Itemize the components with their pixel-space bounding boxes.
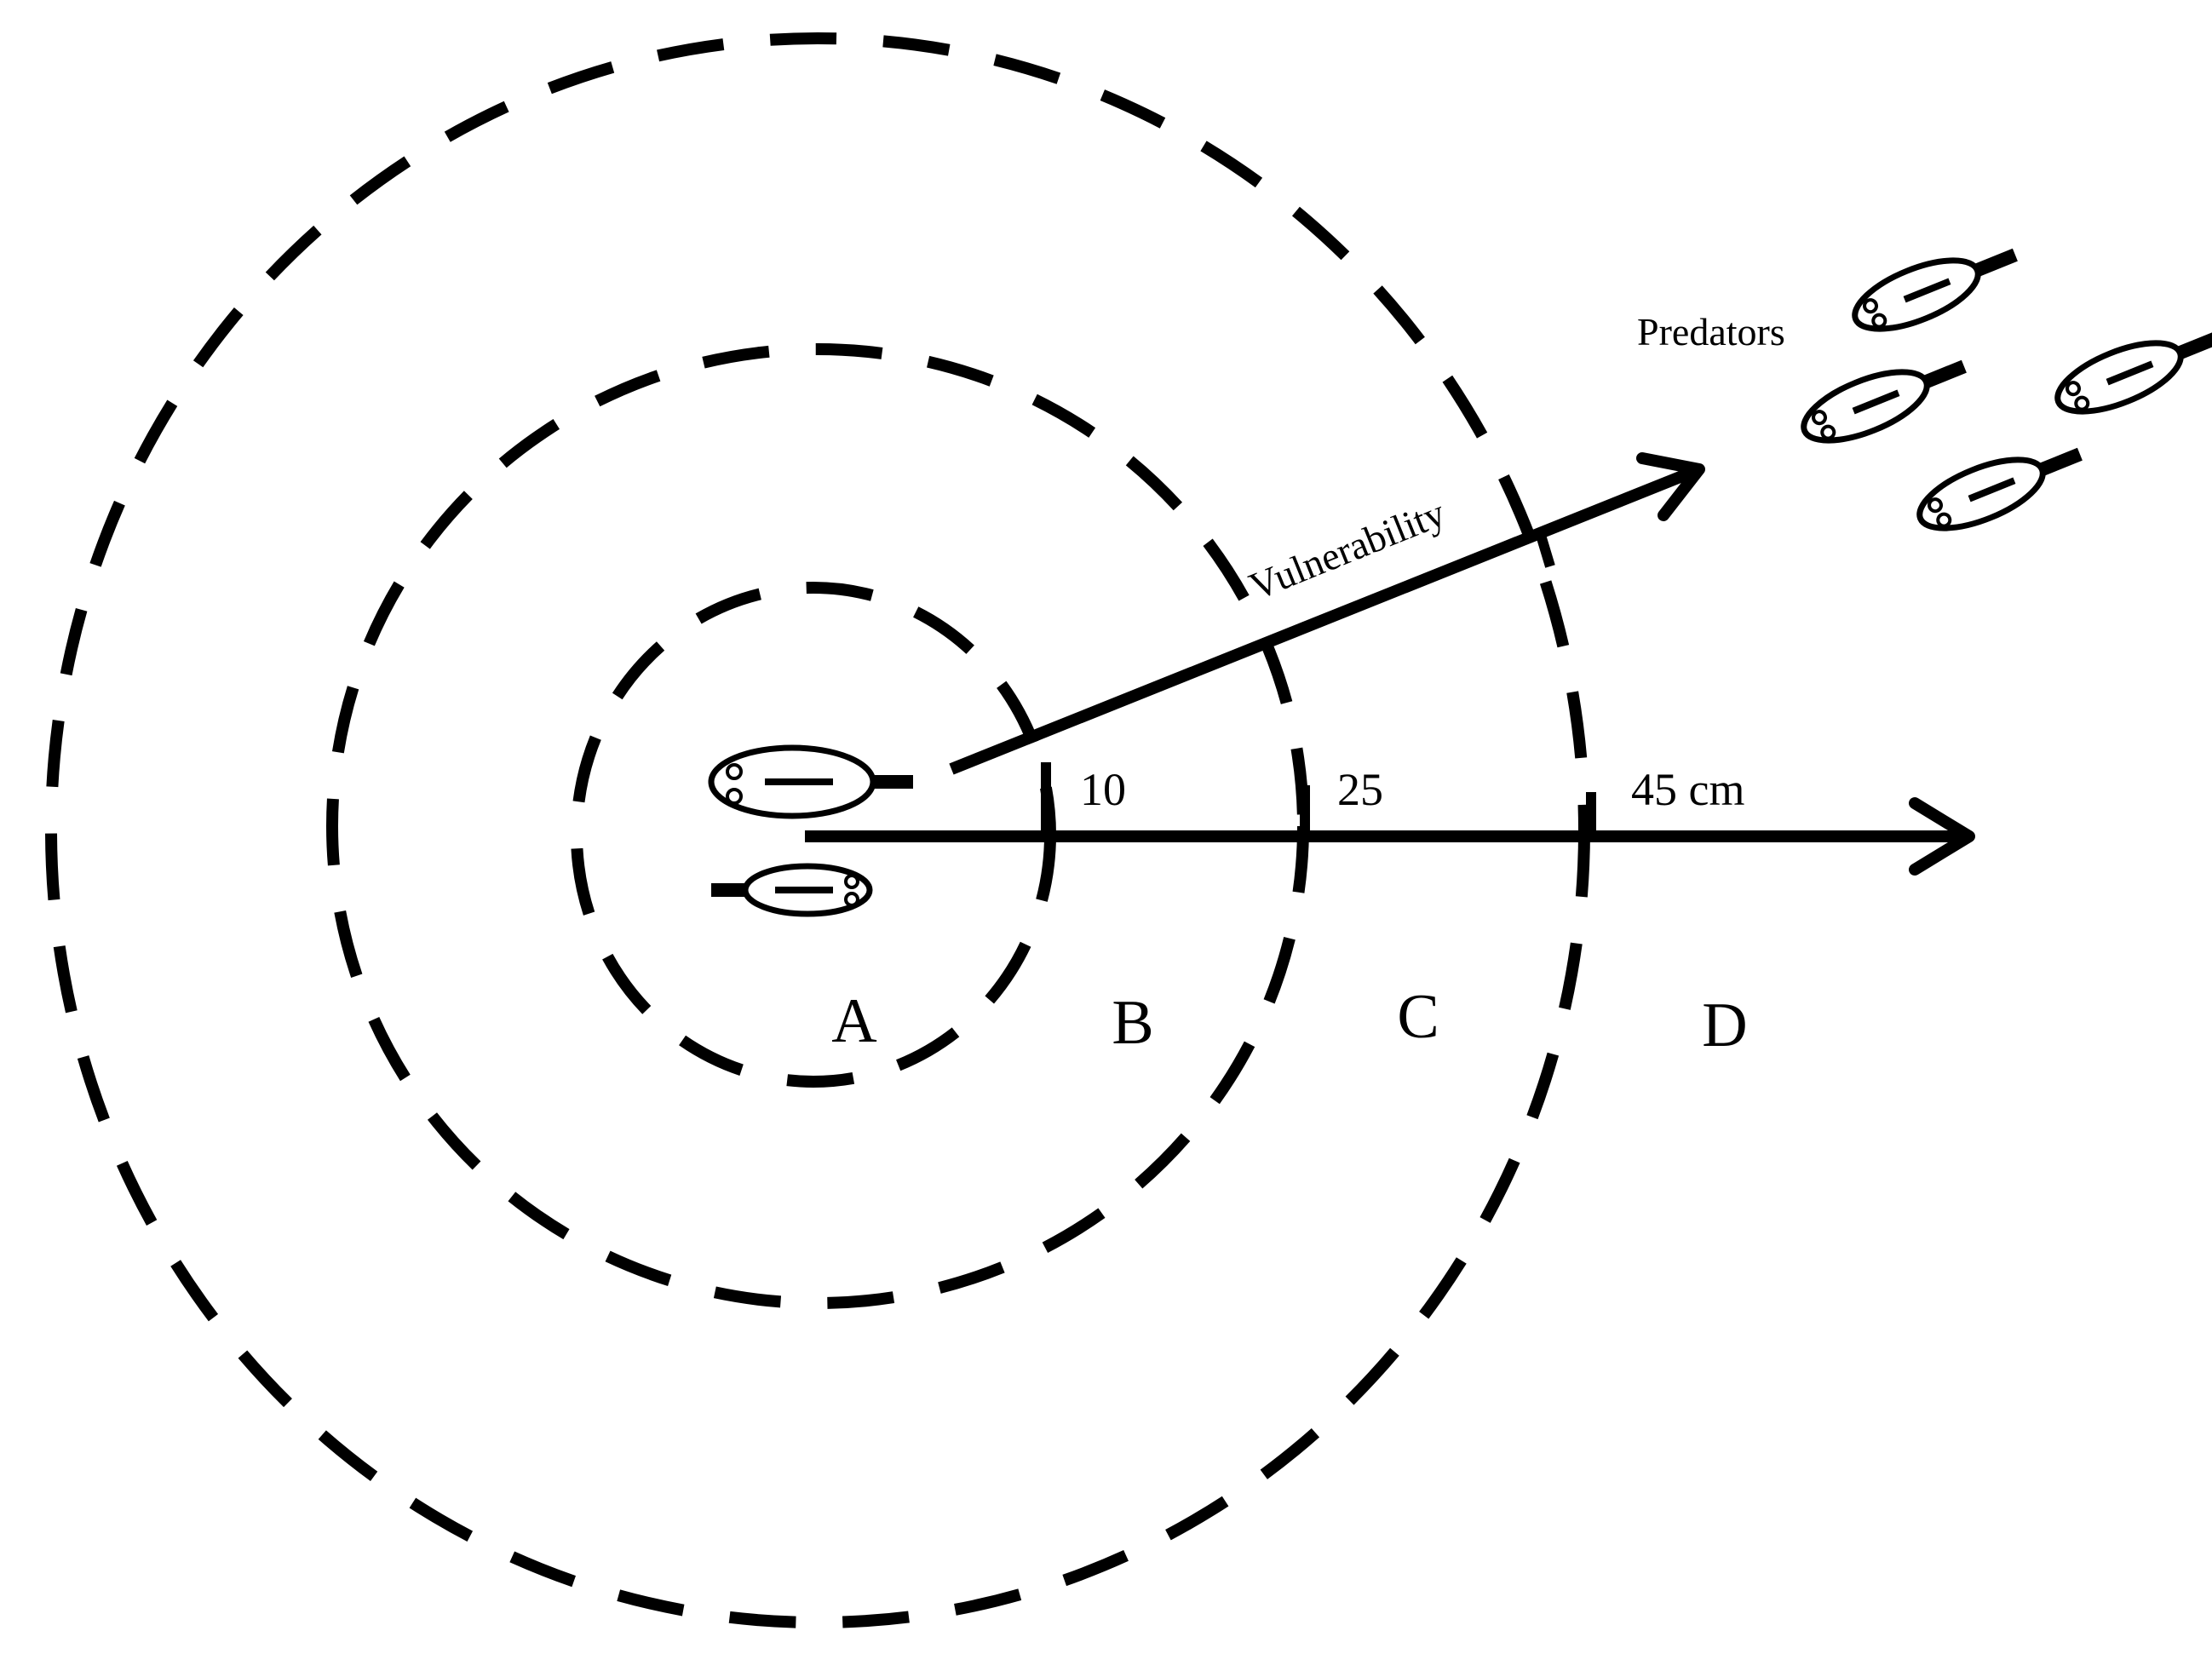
predator-fish (1801, 359, 1967, 444)
vulnerability-label: Vulnerability (1244, 491, 1451, 608)
distance-axis (805, 762, 1975, 876)
vulnerability-tick (1535, 531, 1555, 568)
zone-label-d: D (1702, 991, 1747, 1060)
distance-label-25: 25 (1337, 764, 1383, 815)
zone-label-b: B (1112, 988, 1153, 1058)
distance-axis-arrowhead (1909, 797, 1975, 876)
fish-eye (726, 788, 743, 805)
vulnerability-axis-arrowhead (1636, 452, 1705, 521)
vulnerability-axis (949, 452, 1705, 775)
predator-fish (1916, 447, 2083, 531)
fish-eye (844, 892, 859, 907)
fish-eye (844, 874, 859, 889)
zone-boundary-25cm (326, 343, 1309, 1309)
zone-label-a: A (831, 986, 876, 1056)
prey-fish-group (708, 744, 913, 917)
prey-fish-large (708, 744, 913, 819)
prey-fish-small (711, 863, 873, 917)
zone-label-c: C (1397, 982, 1439, 1052)
vulnerability-axis-line (949, 465, 1698, 775)
distance-label-45cm: 45 cm (1631, 764, 1744, 815)
predator-fish (2054, 330, 2212, 415)
predator-fish-group (1801, 248, 2212, 531)
fish-eye (726, 763, 743, 780)
predator-fish (1852, 248, 2018, 332)
distance-label-10: 10 (1080, 764, 1126, 815)
predators-label: Predators (1637, 310, 1785, 353)
